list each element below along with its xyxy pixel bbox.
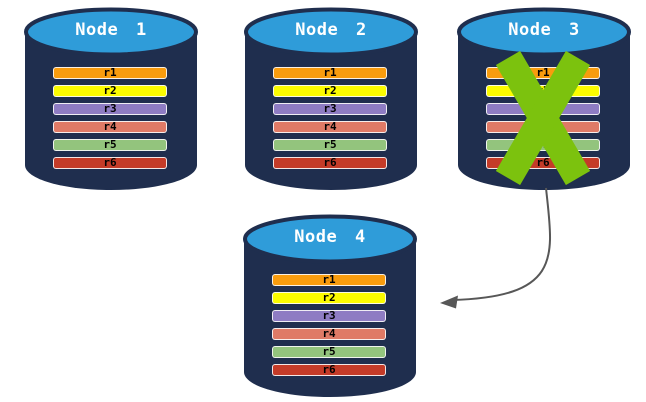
node-4: Node 4 r1 r2 r3 r4 r5 r6 <box>242 214 418 398</box>
node-2: Node 2 r1 r2 r3 r4 r5 r6 <box>243 7 419 191</box>
record-bar-r4: r4 <box>273 121 387 133</box>
node-title: Node 1 <box>75 20 147 40</box>
record-bar-r2: r2 <box>273 85 387 97</box>
record-bar-r3: r3 <box>53 103 167 115</box>
record-bar-r2: r2 <box>272 292 386 304</box>
record-bar-r6: r6 <box>53 157 167 169</box>
record-bar-r4: r4 <box>272 328 386 340</box>
node-title: Node 3 <box>508 20 580 40</box>
record-bar-r1: r1 <box>273 67 387 79</box>
record-bar-r3: r3 <box>273 103 387 115</box>
record-bar-r1: r1 <box>272 274 386 286</box>
record-bar-r3: r3 <box>272 310 386 322</box>
node-3: Node 3 r1 r2 r3 r4 r5 r6 <box>456 7 632 191</box>
record-bar-r5: r5 <box>273 139 387 151</box>
record-list: r1 r2 r3 r4 r5 r6 <box>53 67 167 175</box>
record-bar-r6: r6 <box>272 364 386 376</box>
record-bar-r1: r1 <box>53 67 167 79</box>
record-bar-r5: r5 <box>272 346 386 358</box>
record-list: r1 r2 r3 r4 r5 r6 <box>273 67 387 175</box>
record-bar-r2: r2 <box>53 85 167 97</box>
record-bar-r6: r6 <box>273 157 387 169</box>
record-list: r1 r2 r3 r4 r5 r6 <box>272 274 386 382</box>
failure-x-icon <box>495 51 591 185</box>
node-1: Node 1 r1 r2 r3 r4 r5 r6 <box>23 7 199 191</box>
record-bar-r5: r5 <box>53 139 167 151</box>
record-bar-r4: r4 <box>53 121 167 133</box>
node-title: Node 2 <box>295 20 367 40</box>
node-title: Node 4 <box>294 227 366 247</box>
